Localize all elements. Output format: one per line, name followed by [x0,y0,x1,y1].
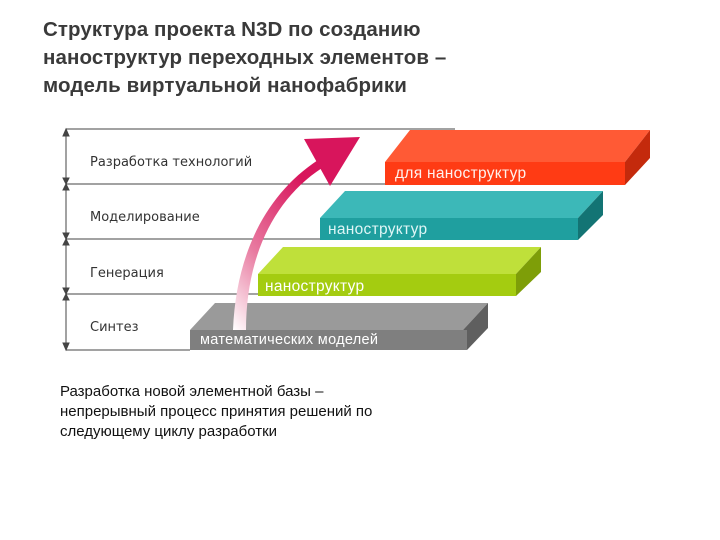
marker-arrow-top [62,127,70,137]
arrow-body [233,160,322,330]
footer-line-3: следующему циклу разработки [60,423,278,440]
step-synthesis-front [190,330,467,350]
title-line-1: Структура проекта N3D по созданию [43,18,421,41]
step-modeling-top [320,191,603,218]
marker-arrow-1b [62,182,70,191]
step-text-modeling: наноструктур [328,221,428,238]
step-technology-side [625,130,650,185]
step-synthesis-side [463,303,488,350]
step-technology-top [385,130,650,162]
marker-arrow-2b [62,237,70,246]
grid-lines [66,128,455,351]
step-modeling-front [320,218,578,240]
marker-arrow-bottom [62,342,70,352]
slide-title: Структура проекта N3D по созданию наност… [43,16,603,100]
arrow-head [304,137,360,186]
step-text-technology: для наноструктур [395,165,527,182]
stage-label-technology: Разработка технологий [90,155,253,170]
step-modeling-side [578,191,603,240]
stage-label-generation: Генерация [90,266,164,281]
step-modeling [320,191,603,240]
step-generation-front [258,274,516,296]
footer-line-1: Разработка новой элементной базы – [60,383,324,400]
step-text-synthesis: математических моделей [200,332,379,348]
marker-arrow-3b [62,292,70,301]
step-synthesis-top [190,303,488,330]
step-text-generation: наноструктур [265,278,365,295]
step-generation [258,247,541,296]
footer-text: Разработка новой элементной базы – непре… [60,382,480,442]
title-line-2: наноструктур переходных элементов – [43,46,447,69]
step-synthesis [190,303,488,350]
step-technology-front [385,162,625,185]
stage-label-synthesis: Синтез [90,320,139,335]
marker-arrow-2a [62,232,70,241]
title-line-3: модель виртуальной нанофабрики [43,74,407,97]
stage-label-modeling: Моделирование [90,210,200,225]
progress-arrow [233,137,360,330]
step-technology [385,130,650,185]
marker-arrow-3a [62,287,70,296]
step-generation-top [258,247,541,274]
footer-line-2: непрерывный процесс принятия решений по [60,403,373,420]
interval-markers [62,127,70,352]
step-generation-side [516,247,541,296]
marker-arrow-1a [62,177,70,186]
